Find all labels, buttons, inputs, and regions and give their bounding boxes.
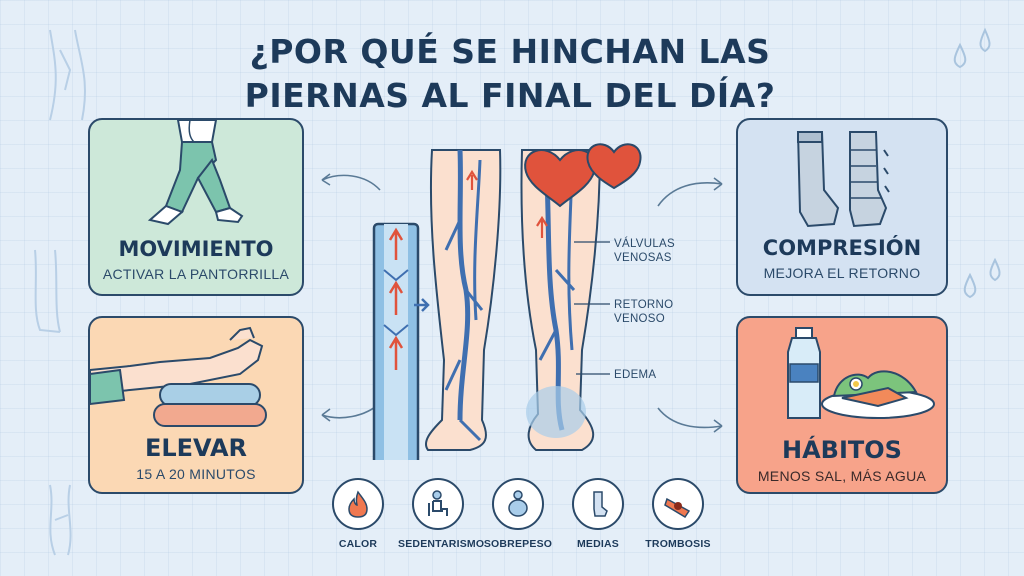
card-title-habitos: HÁBITOS <box>782 436 902 464</box>
legs-veins-illustration <box>372 143 642 460</box>
overweight-person-icon <box>492 478 544 530</box>
vein-sketch-decoration <box>49 484 72 556</box>
cause-label: SOBREPESO <box>483 538 553 550</box>
water-drops-decoration-2 <box>963 257 1001 299</box>
card-title-movimiento: MOVIMIENTO <box>118 237 274 261</box>
cause-label: MEDIAS <box>576 538 620 550</box>
arrow-to-compresion <box>657 177 723 207</box>
arrow-to-movimiento <box>321 173 381 191</box>
card-subtitle-movimiento: ACTIVAR LA PANTORRILLA <box>102 266 290 282</box>
left-leg <box>424 149 502 451</box>
vein-cross-section <box>372 222 420 460</box>
page-title: ¿POR QUÉ SE HINCHAN LAS PIERNAS AL FINAL… <box>244 32 776 115</box>
right-leg <box>520 149 602 451</box>
elevated-legs-icon <box>90 326 267 427</box>
cause-label: SEDENTARISMO <box>398 538 485 550</box>
card-subtitle-habitos: MENOS SAL, MÁS AGUA <box>757 468 927 484</box>
card-elevar: ELEVAR 15 A 20 MINUTOS <box>88 316 304 494</box>
callout-valvulas: VÁLVULAS VENOSAS <box>614 238 675 264</box>
arrow-right-icon <box>414 298 430 312</box>
card-compresion: COMPRESIÓN MEJORA EL RETORNO <box>736 118 948 296</box>
water-and-salad-icon <box>787 327 935 419</box>
card-habitos: HÁBITOS MENOS SAL, MÁS AGUA <box>736 316 948 494</box>
causes-row: CALOR SEDENTARISMO SOBREPESO MEDIAS TROM… <box>318 478 718 568</box>
leg-sketch-decoration-2 <box>34 249 61 333</box>
flame-icon <box>332 478 384 530</box>
sock-icon <box>572 478 624 530</box>
water-drops-decoration <box>953 27 991 69</box>
callout-retorno: RETORNO VENOSO <box>614 299 674 325</box>
walking-person-icon <box>147 120 244 226</box>
card-subtitle-compresion: MEJORA EL RETORNO <box>763 265 921 281</box>
card-title-elevar: ELEVAR <box>144 434 248 462</box>
card-movimiento: MOVIMIENTO ACTIVAR LA PANTORRILLA <box>88 118 304 296</box>
compression-socks-icon <box>796 131 890 228</box>
cause-label: TROMBOSIS <box>645 538 711 550</box>
cause-label: CALOR <box>338 538 378 550</box>
heart-outside-icon <box>586 143 642 190</box>
seated-person-icon <box>412 478 464 530</box>
leg-sketch-decoration <box>49 29 86 121</box>
card-subtitle-elevar: 15 A 20 MINUTOS <box>136 466 256 482</box>
cause-trombosis: TROMBOSIS <box>638 478 718 550</box>
arrow-to-habitos <box>657 407 723 433</box>
callout-edema: EDEMA <box>614 369 657 381</box>
cause-medias: MEDIAS <box>558 478 638 550</box>
cause-sobrepeso: SOBREPESO <box>478 478 558 550</box>
edema-swelling <box>526 386 586 438</box>
cause-calor: CALOR <box>318 478 398 550</box>
cause-sedentarismo: SEDENTARISMO <box>398 478 485 550</box>
blood-clot-icon <box>652 478 704 530</box>
card-title-compresion: COMPRESIÓN <box>762 236 922 260</box>
